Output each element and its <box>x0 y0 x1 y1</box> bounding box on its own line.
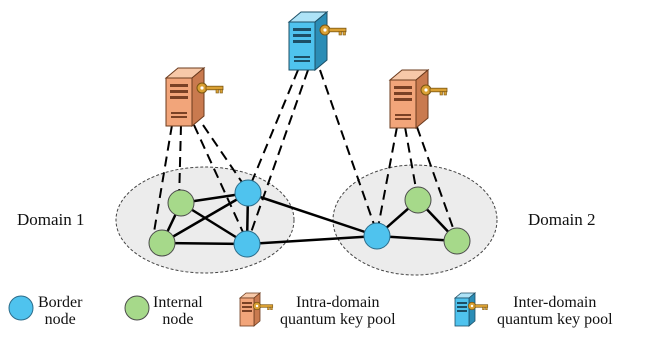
legend-inter-pool-line1: Inter-domain <box>513 294 597 311</box>
domain-1-label: Domain 1 <box>17 210 85 229</box>
border-node <box>363 222 391 250</box>
internal-node <box>404 186 432 214</box>
inter-domain-server-icon <box>287 10 347 72</box>
internal-node <box>167 189 195 217</box>
legend-intra-pool-line2: quantum key pool <box>280 311 396 328</box>
intra-pool-2-links <box>376 126 458 240</box>
internal-node <box>443 227 471 255</box>
legend-border-node-line1: Border <box>38 294 83 311</box>
legend-border-node-icon <box>8 295 34 321</box>
intra-pool-1-links <box>152 124 249 242</box>
border-node <box>233 230 261 258</box>
legend-internal-node-line2: node <box>162 311 194 328</box>
legend-internal-node-icon <box>124 295 150 321</box>
intra-domain-server-icon <box>388 68 448 130</box>
domain-1-region <box>115 166 295 274</box>
legend-intra-pool-icon <box>238 292 274 327</box>
legend-border-node-text: Border node <box>38 294 82 328</box>
legend-border-node-line2: node <box>44 311 76 328</box>
legend-intra-pool-line1: Intra-domain <box>296 294 380 311</box>
intra-domain-server-icon <box>164 66 224 128</box>
legend-internal-node-line1: Internal <box>153 294 203 311</box>
legend-inter-pool-line2: quantum key pool <box>497 311 613 328</box>
legend-inter-pool-text: Inter-domain quantum key pool <box>497 294 613 328</box>
legend-internal-node-text: Internal node <box>153 294 203 328</box>
legend-inter-pool-icon <box>453 292 489 327</box>
border-node <box>234 179 262 207</box>
inter-pool-links <box>247 69 378 242</box>
domain-2-label: Domain 2 <box>528 210 596 229</box>
internal-node <box>148 229 176 257</box>
legend-intra-pool-text: Intra-domain quantum key pool <box>280 294 396 328</box>
